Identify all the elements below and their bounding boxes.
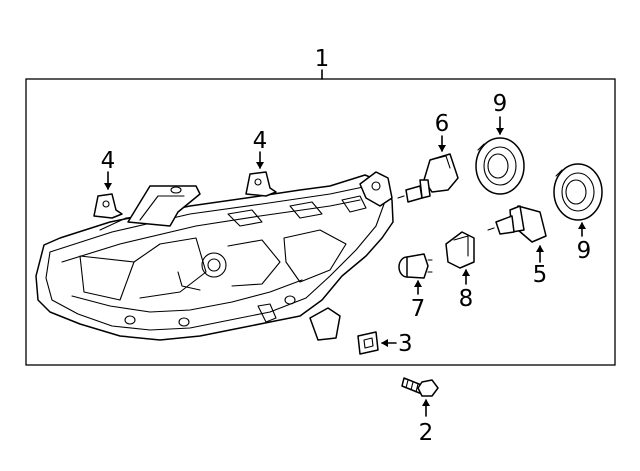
mounting-screw: 2 [401, 377, 439, 446]
callout-7: 7 [411, 296, 426, 322]
callout-9-top: 9 [493, 91, 508, 117]
callout-4-left: 4 [101, 148, 116, 174]
dust-cover-top: 9 [475, 91, 525, 195]
callout-9-right: 9 [577, 238, 592, 264]
assembly-callout: 1 [25, 46, 616, 366]
bulb-low-beam: 5 [487, 205, 548, 288]
bulb-side-marker: 7 [398, 253, 433, 322]
headlamp-housing [35, 171, 394, 341]
bulb-high-beam: 6 [397, 111, 459, 203]
callout-1: 1 [315, 46, 330, 72]
callout-8: 8 [459, 286, 474, 312]
bracket-left: 4 [93, 148, 123, 219]
bracket-right: 4 [245, 128, 277, 197]
callout-3: 3 [398, 331, 413, 357]
callout-6: 6 [435, 111, 450, 137]
retaining-clip: 3 [357, 331, 413, 357]
callout-5: 5 [533, 262, 548, 288]
bulb-socket: 8 [445, 231, 475, 312]
callout-2: 2 [419, 420, 434, 446]
assembly-frame [25, 78, 616, 366]
dust-cover-right: 9 [553, 163, 603, 264]
callout-4-right: 4 [253, 128, 268, 154]
